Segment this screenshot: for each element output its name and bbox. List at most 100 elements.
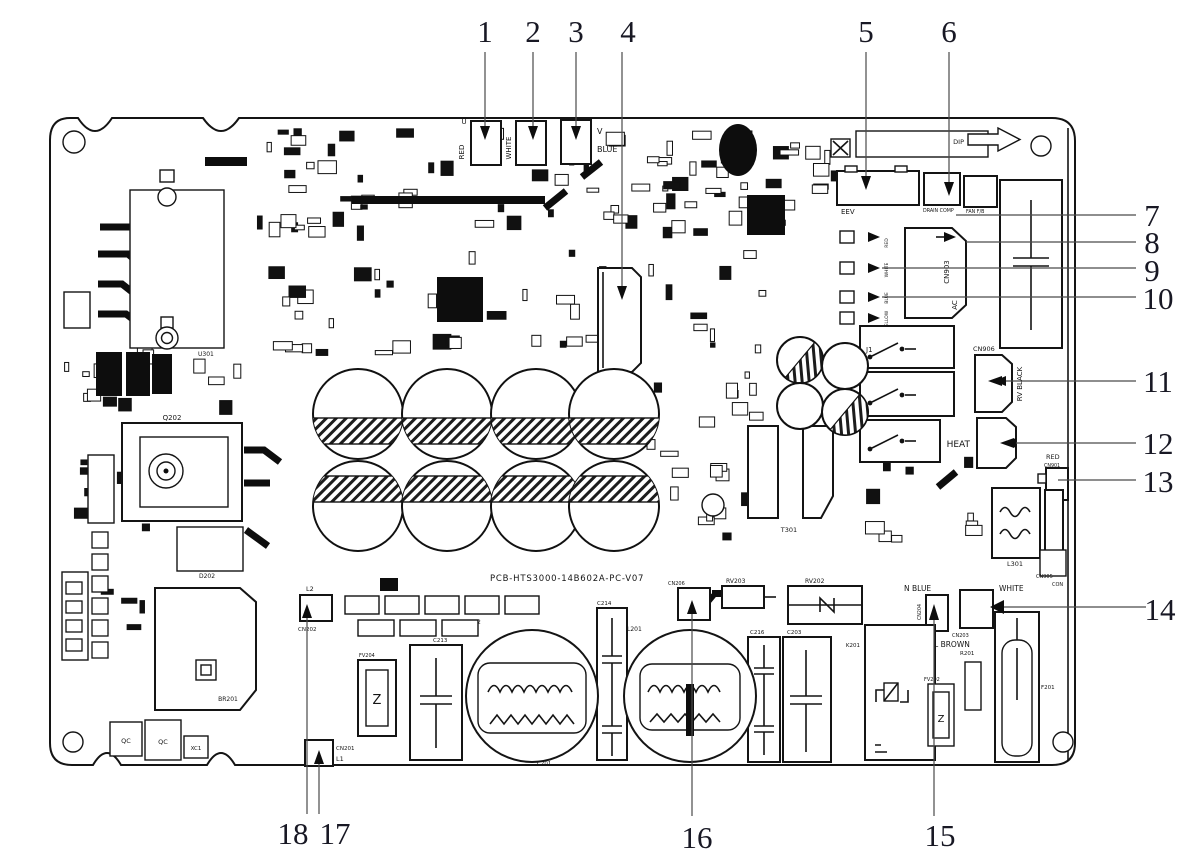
component-q202: Q202 D202: [61, 414, 244, 661]
fan-fb-label: FAN F/B: [966, 209, 984, 215]
callout-16: 16: [682, 820, 713, 855]
ic-chip: [747, 195, 785, 235]
relay-k201: K201: [846, 624, 936, 761]
qc-label-2: QC: [158, 738, 168, 746]
resistor-bank: [65, 531, 540, 659]
l201-label: L201: [627, 626, 642, 633]
n-blue-label: N BLUE: [904, 584, 931, 593]
callout-6: 6: [941, 14, 957, 49]
wire-blue-label: BLUE: [884, 292, 890, 304]
transformer-t301: T301: [701, 425, 834, 534]
callout-7: 7: [1144, 198, 1160, 233]
capacitor-top-view: [719, 124, 757, 176]
k201-label: K201: [846, 643, 860, 649]
black-components: [96, 124, 959, 617]
medium-capacitors: [776, 336, 869, 436]
rv203-label: RV203: [726, 578, 746, 585]
mounting-hole-top-left: [62, 130, 86, 154]
main-ic-chip: [437, 277, 483, 322]
varistor-rv203: RV203: [721, 578, 776, 609]
c203-label: C203: [787, 630, 802, 636]
callout-11: 11: [1143, 364, 1173, 399]
connector-cn206: CN206: [668, 581, 728, 621]
v-label: V: [597, 127, 603, 136]
cn901-label: CN901: [1044, 463, 1060, 469]
red-wire-label: RED: [458, 145, 466, 160]
qc-box-2: [144, 719, 182, 761]
red-label: RED: [1046, 453, 1060, 461]
t301-label: T301: [780, 526, 797, 534]
j1-label: J1: [865, 346, 873, 354]
br201-label: BR201: [218, 696, 238, 703]
varistor-fv202: FV202 Z: [924, 677, 955, 747]
callout-15: 15: [925, 818, 956, 853]
qc-box-1: [109, 721, 143, 757]
cn905-label: CN905: [1036, 574, 1053, 580]
c216-label: C216: [750, 630, 765, 636]
mounting-hole-top-right: [1030, 135, 1052, 157]
callout-12: 12: [1143, 426, 1174, 461]
capacitor-c214: C214: [596, 601, 628, 761]
cn204-label: CN204: [917, 604, 923, 620]
callout-3: 3: [568, 14, 584, 49]
connector-cn903-ac: CN903 AC RED WHITE BLUE YELLOW: [839, 179, 1063, 349]
connector-fan-fb: [963, 175, 998, 208]
heat-label: HEAT: [947, 440, 971, 450]
u-label: U: [461, 118, 466, 126]
callout-8: 8: [1144, 225, 1160, 260]
ac-label: AC: [951, 300, 959, 310]
rv202-label: RV202: [805, 578, 825, 585]
callout-2: 2: [525, 14, 541, 49]
relay-group-j1: J1: [859, 325, 955, 463]
connector-eev: [836, 170, 920, 206]
callout-18: 18: [278, 816, 309, 851]
toroid-l201: L201: [623, 626, 757, 763]
varistor-fv204: FV204 Z: [357, 653, 397, 737]
xc1-label: XC1: [191, 746, 202, 752]
callout-10: 10: [1143, 281, 1174, 316]
fv204-label: FV204: [359, 653, 375, 659]
electrolytic-capacitor-bank: [312, 368, 660, 552]
fv202-label: FV202: [924, 677, 940, 683]
component-l301: L301 CN905 CON WHITE: [991, 487, 1067, 593]
cn201-label: CN201: [336, 746, 354, 752]
dip-arrow-icon: [967, 126, 1022, 153]
capacitor-c203: C203: [782, 630, 832, 763]
resistor-r201: R201: [960, 651, 982, 711]
wire-yellow-label: YELLOW: [884, 310, 890, 330]
toroid-l202: L202 C201: [465, 619, 599, 767]
wire-red-label: RED: [884, 238, 890, 248]
connector-cn906: CN906 RV BLACK: [973, 345, 1024, 413]
c201-label: C201: [537, 761, 551, 767]
xc1-box: [183, 735, 209, 759]
module-u301: U301: [63, 169, 225, 358]
c213-label: C213: [433, 638, 448, 644]
eev-label: EEV: [841, 208, 855, 216]
u301-label: U301: [198, 351, 214, 358]
callout-numbers: 1 2 3 4 5 6 7 8 9 10 11 12 13 14 15 16 1…: [278, 14, 1177, 855]
component-br201: BR201 QC QC XC1: [109, 587, 257, 761]
callout-leader-lines: [302, 52, 1146, 816]
l-brown-label: L BROWN: [934, 640, 970, 649]
l2-label: L2: [306, 585, 314, 593]
callout-17: 17: [320, 816, 351, 851]
callout-4: 4: [620, 14, 636, 49]
qc-label-1: QC: [121, 737, 131, 745]
varistor-rv202: RV202: [787, 578, 863, 625]
fv202-z-glyph: Z: [938, 714, 945, 725]
component-d202: [176, 526, 244, 572]
connector-cn7: [63, 291, 91, 329]
drain-comp-label: DRAIN COMP: [923, 208, 954, 214]
mounting-hole-bottom-right: [1052, 731, 1074, 753]
capacitor-c213: C213: [409, 638, 463, 761]
dip-label: DIP: [953, 138, 964, 146]
white-wire-label: WHITE: [505, 137, 513, 160]
fuse-f201: F201: [994, 611, 1055, 763]
r201-label: R201: [960, 651, 974, 657]
white-label: WHITE: [999, 584, 1024, 593]
callout-1: 1: [477, 14, 493, 49]
connector-cn905: [1039, 549, 1067, 577]
q202-label: Q202: [163, 414, 182, 422]
callout-14: 14: [1145, 592, 1177, 627]
